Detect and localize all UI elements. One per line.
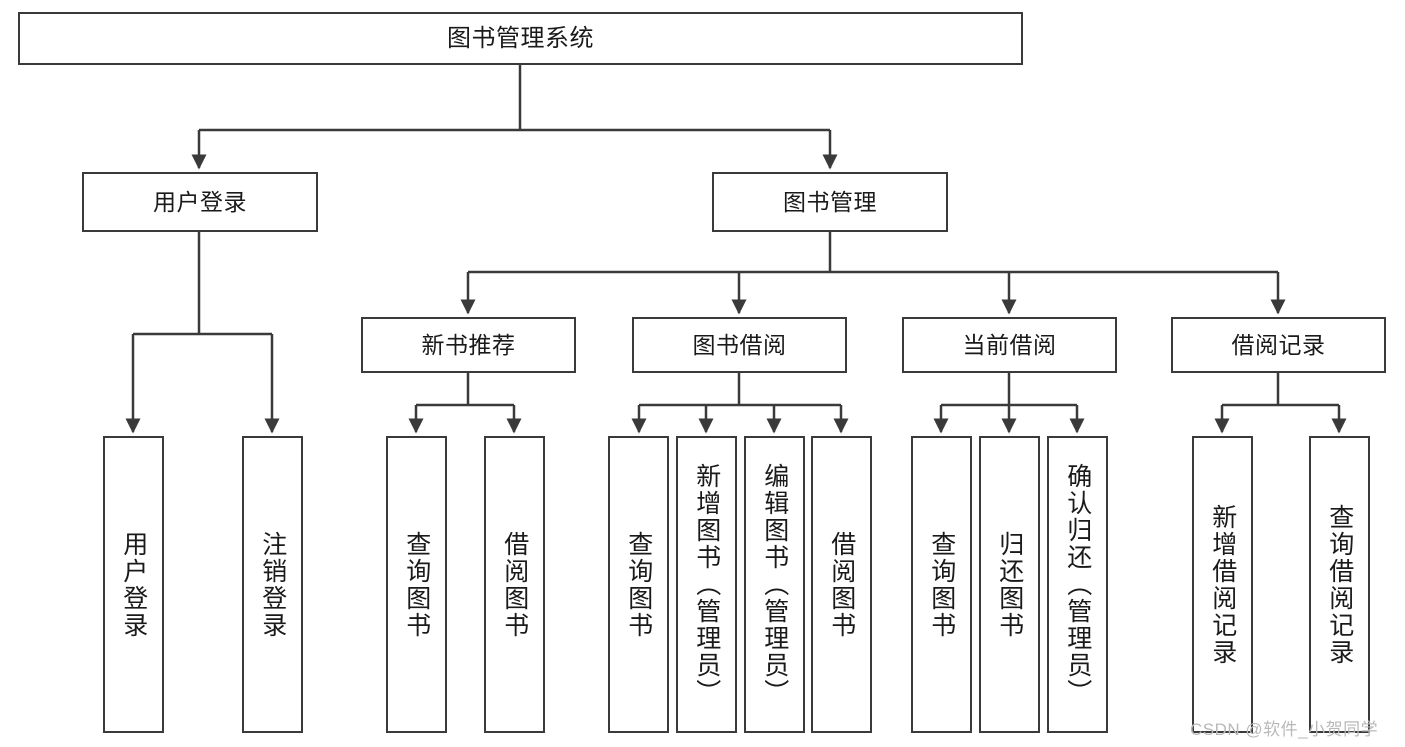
node-leaf-confirm-return[interactable]: 确认归还（管理员） <box>1047 436 1108 733</box>
node-book-borrow[interactable]: 图书借阅 <box>632 317 847 373</box>
node-new-book-recommend[interactable]: 新书推荐 <box>361 317 576 373</box>
node-leaf-query-book-1[interactable]: 查询图书 <box>386 436 447 733</box>
node-borrow-record[interactable]: 借阅记录 <box>1171 317 1386 373</box>
node-leaf-add-record[interactable]: 新增借阅记录 <box>1192 436 1253 733</box>
node-label: 新增图书（管理员） <box>692 463 721 706</box>
node-label: 查询图书 <box>402 530 431 639</box>
node-label: 借阅图书 <box>827 530 856 639</box>
node-label: 当前借阅 <box>962 331 1057 358</box>
node-leaf-borrow-book-2[interactable]: 借阅图书 <box>811 436 872 733</box>
node-leaf-query-record[interactable]: 查询借阅记录 <box>1309 436 1370 733</box>
node-label: 用户登录 <box>119 530 148 639</box>
node-leaf-edit-book[interactable]: 编辑图书（管理员） <box>744 436 805 733</box>
node-leaf-query-book-2[interactable]: 查询图书 <box>608 436 669 733</box>
node-label: 新书推荐 <box>421 331 516 358</box>
node-book-management[interactable]: 图书管理 <box>712 172 948 232</box>
node-user-login[interactable]: 用户登录 <box>82 172 318 232</box>
node-leaf-logout[interactable]: 注销登录 <box>242 436 303 733</box>
node-label: 归还图书 <box>995 530 1024 639</box>
node-label: 查询借阅记录 <box>1325 503 1354 666</box>
node-label: 确认归还（管理员） <box>1063 463 1092 706</box>
node-root-system[interactable]: 图书管理系统 <box>18 12 1023 65</box>
node-label: 新增借阅记录 <box>1208 503 1237 666</box>
node-label: 用户登录 <box>153 188 247 215</box>
node-label: 图书管理 <box>783 188 877 215</box>
node-label: 借阅记录 <box>1231 331 1326 358</box>
node-label: 借阅图书 <box>500 530 529 639</box>
node-label: 编辑图书（管理员） <box>760 463 789 706</box>
node-leaf-query-book-3[interactable]: 查询图书 <box>911 436 972 733</box>
node-leaf-add-book[interactable]: 新增图书（管理员） <box>676 436 737 733</box>
node-label: 注销登录 <box>258 530 287 639</box>
node-leaf-borrow-book-1[interactable]: 借阅图书 <box>484 436 545 733</box>
node-label: 查询图书 <box>927 530 956 639</box>
node-label: 查询图书 <box>624 530 653 639</box>
node-label: 图书管理系统 <box>447 24 594 52</box>
node-current-borrow[interactable]: 当前借阅 <box>902 317 1117 373</box>
node-label: 图书借阅 <box>692 331 787 358</box>
node-leaf-return-book[interactable]: 归还图书 <box>979 436 1040 733</box>
node-leaf-user-login[interactable]: 用户登录 <box>103 436 164 733</box>
csdn-watermark: CSDN @软件_小贺同学 <box>1190 720 1379 739</box>
